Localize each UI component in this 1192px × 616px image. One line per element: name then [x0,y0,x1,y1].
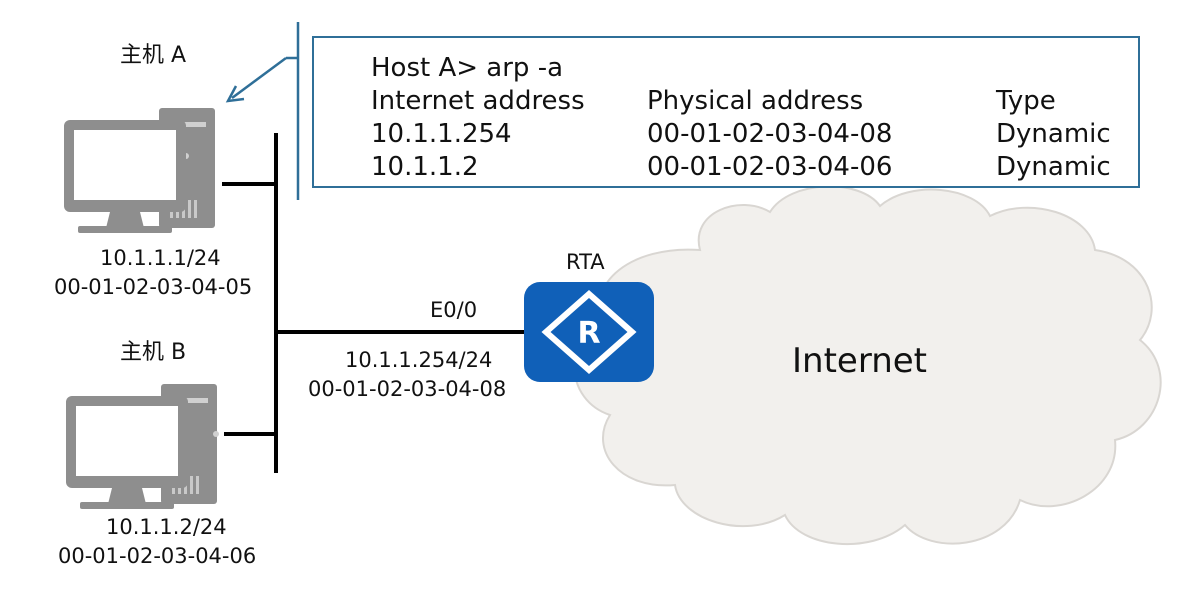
arp-row-2-ip: 10.1.1.2 [371,152,479,182]
router-name: RTA [566,250,605,274]
router-icon-letter: R [577,316,600,351]
router-interface: E0/0 [430,298,478,322]
arp-row-1-ip: 10.1.1.254 [371,119,512,149]
arp-row-2-mac: 00-01-02-03-04-06 [647,152,893,182]
host-b-computer-icon [66,384,219,509]
arp-row-1-mac: 00-01-02-03-04-08 [647,119,893,149]
arp-header-physical-address: Physical address [647,86,864,116]
network-links [222,133,528,473]
arp-row-1-type: Dynamic [996,119,1111,149]
router-icon: R [524,282,654,382]
host-b-ip: 10.1.1.2/24 [106,515,227,539]
host-b-title: 主机 B [120,340,187,365]
callout-arrow [231,56,287,100]
internet-label: Internet [792,341,928,381]
arp-command: Host A> arp -a [371,53,564,83]
host-b-mac: 00-01-02-03-04-06 [58,544,257,568]
router-ip: 10.1.1.254/24 [345,348,493,372]
router-mac: 00-01-02-03-04-08 [308,377,507,401]
arp-header-internet-address: Internet address [371,86,585,116]
callout-pointer [225,22,300,200]
internet-cloud-icon [573,185,1162,545]
host-a-computer-icon [64,108,215,233]
arp-header-type: Type [996,86,1056,116]
arp-row-2-type: Dynamic [996,152,1111,182]
arp-table-callout: Host A> arp -a Internet address Physical… [312,36,1140,188]
host-a-ip: 10.1.1.1/24 [100,246,221,270]
host-a-mac: 00-01-02-03-04-05 [54,275,253,299]
host-a-title: 主机 A [120,43,187,68]
